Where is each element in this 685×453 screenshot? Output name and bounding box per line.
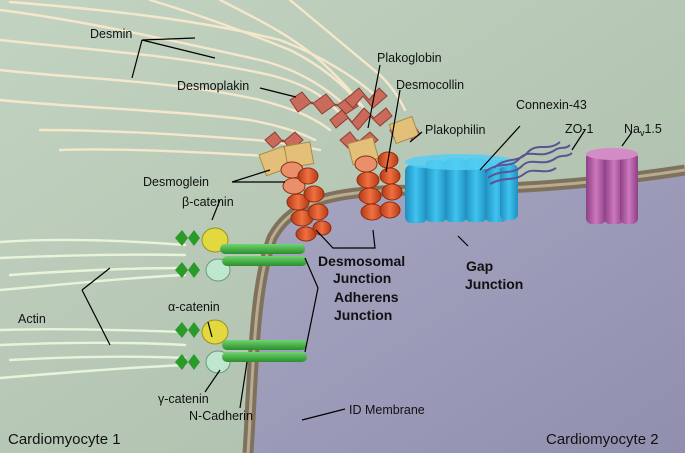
label-nav-1-5: Nav1.5	[624, 122, 662, 138]
label-zo-1: ZO-1	[565, 122, 594, 136]
desmocollin-stack-right	[354, 151, 403, 221]
zo-1-protein	[484, 141, 573, 185]
label-gap-junction-line1: Gap	[466, 258, 493, 274]
label-adherens-junction-line1: Adherens	[334, 289, 399, 305]
label-adherens-junction-line2: Junction	[334, 307, 392, 323]
label-actin: Actin	[18, 312, 46, 326]
actin-filaments	[0, 238, 187, 380]
adherens-complex-top	[175, 227, 307, 282]
label-desmosomal-junction-line1: Desmosomal	[318, 253, 405, 269]
label-id-membrane: ID Membrane	[349, 403, 425, 417]
nav-1-5-channel	[586, 148, 638, 224]
label-n-cadherin: N-Cadherin	[189, 409, 253, 423]
label-alpha-catenin: α-catenin	[168, 300, 220, 314]
label-desmosomal-junction-line2: Junction	[333, 270, 391, 286]
connexin-43-channels	[405, 154, 518, 223]
label-cardiomyocyte-1: Cardiomyocyte 1	[8, 431, 121, 448]
desmoglein-stack-left	[280, 161, 332, 242]
label-desmin: Desmin	[90, 27, 132, 41]
label-desmoplakin: Desmoplakin	[177, 79, 249, 93]
label-gap-junction-line2: Junction	[465, 276, 523, 292]
label-desmocollin: Desmocollin	[396, 78, 464, 92]
label-beta-catenin: β-catenin	[182, 195, 234, 209]
leader-lines	[81, 37, 633, 421]
cardiomyocyte-2-cytoplasm	[250, 175, 685, 453]
label-connexin-43: Connexin-43	[516, 98, 587, 112]
label-plakophilin: Plakophilin	[425, 123, 486, 137]
label-plakoglobin: Plakoglobin	[377, 51, 442, 65]
label-cardiomyocyte-2: Cardiomyocyte 2	[546, 431, 659, 448]
label-desmoglein: Desmoglein	[143, 175, 209, 189]
label-gamma-catenin: γ-catenin	[158, 392, 209, 406]
